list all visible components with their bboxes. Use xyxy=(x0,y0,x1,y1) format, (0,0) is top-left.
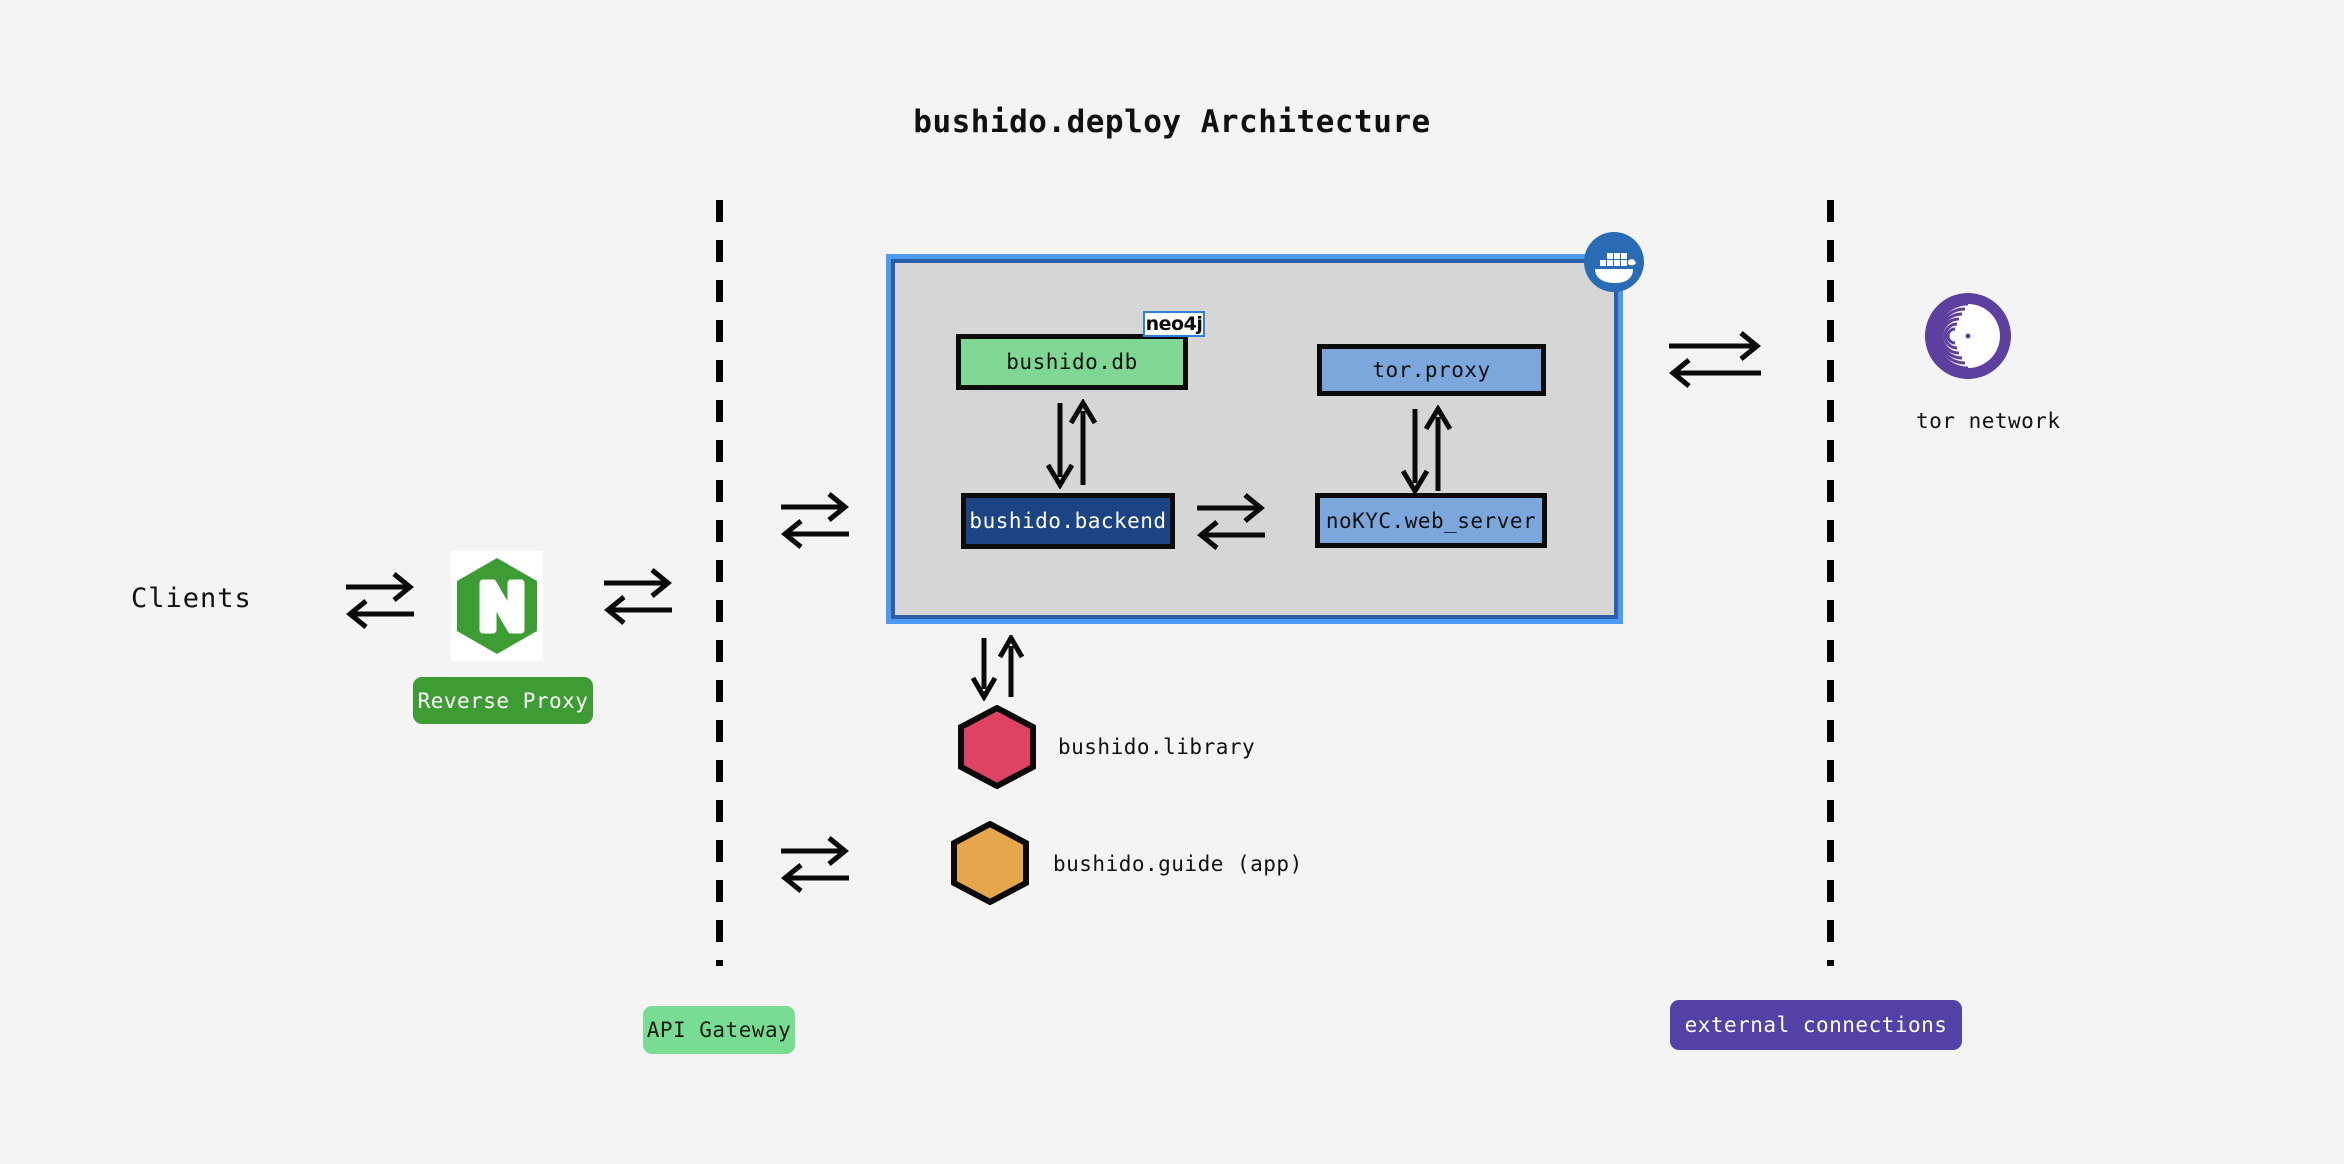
tor-onion-icon xyxy=(1924,292,2012,380)
connector-torproxy-to-webserver xyxy=(1398,405,1458,495)
service-box-bushido-backend[interactable]: bushido.backend xyxy=(961,493,1175,549)
node-bushido-library[interactable] xyxy=(955,704,1039,790)
api-gateway-boundary-line xyxy=(716,200,723,966)
node-label-bushido-guide: bushido.guide (app) xyxy=(1053,852,1303,876)
api-gateway-label: API Gateway xyxy=(643,1006,795,1054)
docker-whale-icon xyxy=(1583,231,1645,293)
connector-gateway-to-cluster xyxy=(779,490,851,550)
page-title: bushido.deploy Architecture xyxy=(913,104,1431,140)
clients-label: Clients xyxy=(131,583,252,614)
service-box-tor-proxy[interactable]: tor.proxy xyxy=(1317,344,1546,396)
connector-db-to-backend xyxy=(1043,399,1103,489)
service-box-bushido-db[interactable]: bushido.db xyxy=(956,334,1188,390)
connector-gateway-to-guide xyxy=(779,834,851,894)
connector-cluster-to-library xyxy=(968,635,1036,701)
node-label-bushido-library: bushido.library xyxy=(1058,735,1256,759)
connector-clients-to-proxy xyxy=(344,570,416,630)
service-box-nokyc-web-server[interactable]: noKYC.web_server xyxy=(1315,493,1547,548)
nginx-icon xyxy=(451,551,543,661)
tor-network-label: tor network xyxy=(1916,409,2061,433)
docker-cluster: bushido.db neo4j bushido.backend tor.pro… xyxy=(886,254,1623,624)
connector-cluster-to-tor xyxy=(1667,329,1763,389)
node-bushido-guide[interactable] xyxy=(948,820,1032,906)
external-connections-label: external connections xyxy=(1670,1000,1962,1050)
neo4j-icon: neo4j xyxy=(1143,311,1205,337)
reverse-proxy-label: Reverse Proxy xyxy=(413,677,593,724)
connector-proxy-to-gateway xyxy=(602,566,674,626)
connector-backend-to-webserver xyxy=(1195,491,1267,551)
external-boundary-line xyxy=(1827,200,1834,966)
